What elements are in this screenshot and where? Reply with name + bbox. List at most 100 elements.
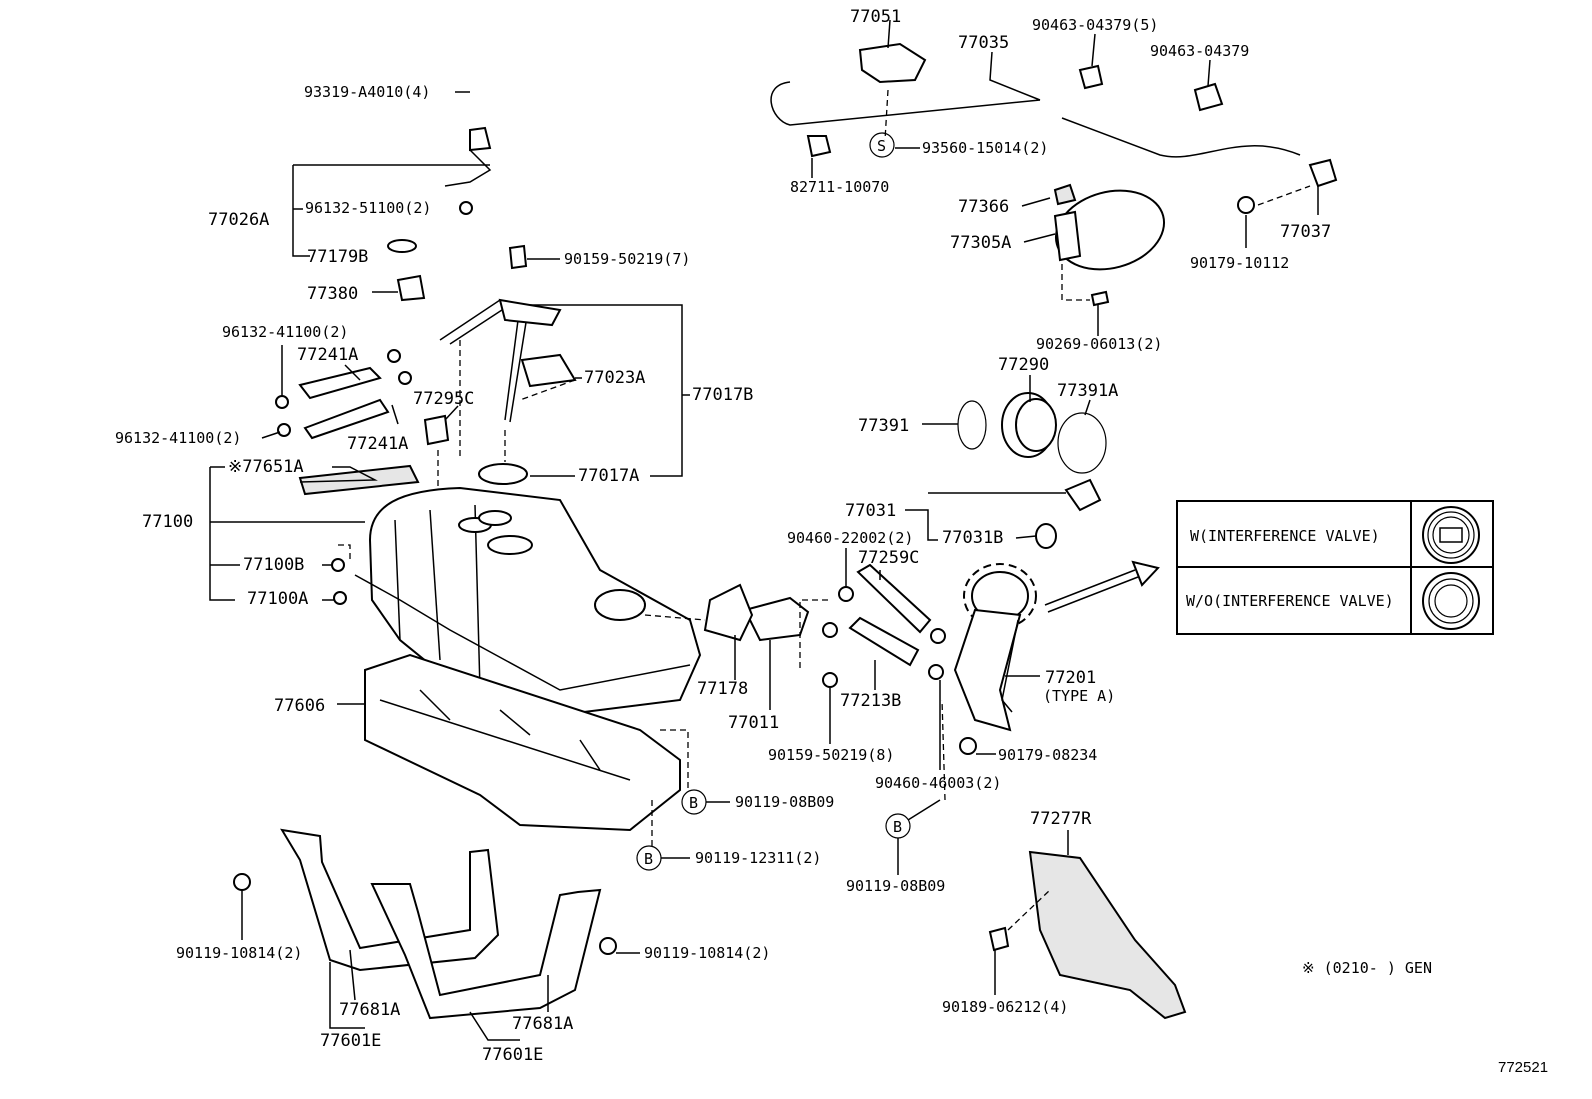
label-96132-51100: 96132-51100(2) [305, 199, 431, 217]
label-77277R: 77277R [1030, 809, 1092, 829]
callout-b-3: B [893, 818, 902, 836]
screw-90159-50219-7 [508, 244, 528, 270]
tank-bands [233, 828, 617, 1020]
label-77023A: 77023A [584, 368, 645, 388]
hose-77241A-a [298, 366, 382, 400]
label-77391A: 77391A [1057, 381, 1118, 401]
label-90269: 90269-06013(2) [1036, 335, 1162, 353]
label-90159-50219-8: 90159-50219(8) [768, 746, 894, 764]
label-77305A: 77305A [950, 233, 1011, 253]
label-93560: 93560-15014(2) [922, 139, 1048, 157]
bolt-90179-08234 [959, 737, 977, 755]
callout-b-1: B [689, 794, 698, 812]
label-77011: 77011 [728, 713, 779, 733]
lid-77305A [1054, 189, 1166, 271]
clamp-96132-51100 [459, 201, 473, 215]
cable-clamp-90463-b [1193, 82, 1224, 112]
callout-s-circle [869, 132, 895, 158]
fuel-filler-pipe-77201 [953, 560, 1160, 755]
label-90119-10814-a: 90119-10814(2) [176, 944, 302, 962]
label-90179-08234: 90179-08234 [998, 746, 1097, 764]
band-77601E-b [370, 883, 602, 1020]
callout-b-2: B [644, 850, 653, 868]
gasket-77031B [1035, 523, 1057, 549]
fuel-tank-77100 [298, 464, 706, 717]
label-96132-41100-b: 96132-41100(2) [115, 429, 241, 447]
arrow-head [1131, 560, 1160, 587]
with-valve-gasket-icon [1422, 506, 1480, 564]
label-77178: 77178 [697, 679, 748, 699]
grommet-77179B [387, 239, 417, 253]
label-77606: 77606 [274, 696, 325, 716]
label-77681A-b: 77681A [512, 1014, 573, 1034]
valve-77380 [396, 274, 426, 302]
label-90460-46003: 90460-46003(2) [875, 774, 1001, 792]
label-77100A: 77100A [247, 589, 308, 609]
label-77366: 77366 [958, 197, 1009, 217]
gasket-77178 [703, 583, 754, 642]
label-90179-10112: 90179-10112 [1190, 254, 1289, 272]
label-77017A: 77017A [578, 466, 639, 486]
label-90463-04379-5: 90463-04379(5) [1032, 16, 1158, 34]
label-77017B: 77017B [692, 385, 753, 405]
label-77391: 77391 [858, 416, 909, 436]
bracket-77023A [520, 353, 577, 388]
footnote: ※ (0210- ) GEN [1302, 959, 1432, 977]
label-90460-22002: 90460-22002(2) [787, 529, 913, 547]
cable-clamp-90463-a [1078, 64, 1104, 90]
label-90463-04379: 90463-04379 [1150, 42, 1249, 60]
screw-90269 [1090, 290, 1110, 307]
interference-valve-legend: W(INTERFERENCE VALVE) W/O(INTERFERENCE V… [1176, 500, 1494, 635]
bolt-77100A [333, 591, 347, 605]
label-77651A: ※77651A [228, 457, 304, 477]
label-77100B: 77100B [243, 555, 304, 575]
label-77241A-a: 77241A [297, 345, 358, 365]
part-labels: 77051 77035 90463-04379(5) 90463-04379 9… [115, 7, 1548, 1076]
label-77201-type: (TYPE A) [1043, 687, 1115, 705]
bolt-90119-10814-b [599, 937, 617, 955]
label-77100: 77100 [142, 512, 193, 532]
label-77601E-b: 77601E [482, 1045, 543, 1065]
label-77295C: 77295C [413, 389, 474, 409]
callout-letters: S B B B [644, 137, 902, 868]
fuel-filler-lid [1053, 183, 1166, 307]
fuel-lid-opener-cable [770, 42, 1338, 214]
nut-90179-10112 [1237, 196, 1255, 214]
label-77290: 77290 [998, 355, 1049, 375]
hose-77241A-b [303, 398, 390, 440]
sender-plate-77017B [498, 298, 562, 327]
bolt-93319 [469, 126, 492, 152]
figure-id: 772521 [1498, 1059, 1548, 1076]
fuel-sender-group [275, 126, 577, 520]
label-90159-50219-7: 90159-50219(7) [564, 250, 690, 268]
clip-90189 [988, 926, 1010, 952]
label-90119-08B09-b: 90119-08B09 [846, 877, 945, 895]
label-77213B: 77213B [840, 691, 901, 711]
grommet-82711 [806, 135, 832, 158]
label-82711: 82711-10070 [790, 178, 889, 196]
label-77035: 77035 [958, 33, 1009, 53]
leader-lines [209, 19, 1319, 1041]
label-77031: 77031 [845, 501, 896, 521]
band-77601E-a [280, 828, 500, 972]
label-77259C: 77259C [858, 548, 919, 568]
bolt-90119-10814-a [233, 873, 251, 891]
label-90119-08B09-a: 90119-08B09 [735, 793, 834, 811]
label-77241A-b: 77241A [347, 434, 408, 454]
label-90119-12311: 90119-12311(2) [695, 849, 821, 867]
label-77601E-a: 77601E [320, 1031, 381, 1051]
hose-77259C [856, 563, 932, 634]
plug-77100B [331, 558, 345, 572]
label-77031B: 77031B [942, 528, 1003, 548]
gasket-77391 [957, 400, 987, 450]
legend-row-with-valve: W(INTERFERENCE VALVE) [1190, 527, 1380, 545]
label-77051: 77051 [850, 7, 901, 27]
label-77681A-a: 77681A [339, 1000, 400, 1020]
callout-s: S [877, 137, 886, 155]
label-77179B: 77179B [307, 247, 368, 267]
tank-protector-77606 [364, 653, 707, 871]
label-77026A: 77026A [208, 210, 269, 230]
filler-cap-group [957, 392, 1107, 549]
hoses-and-clamps [703, 563, 946, 688]
